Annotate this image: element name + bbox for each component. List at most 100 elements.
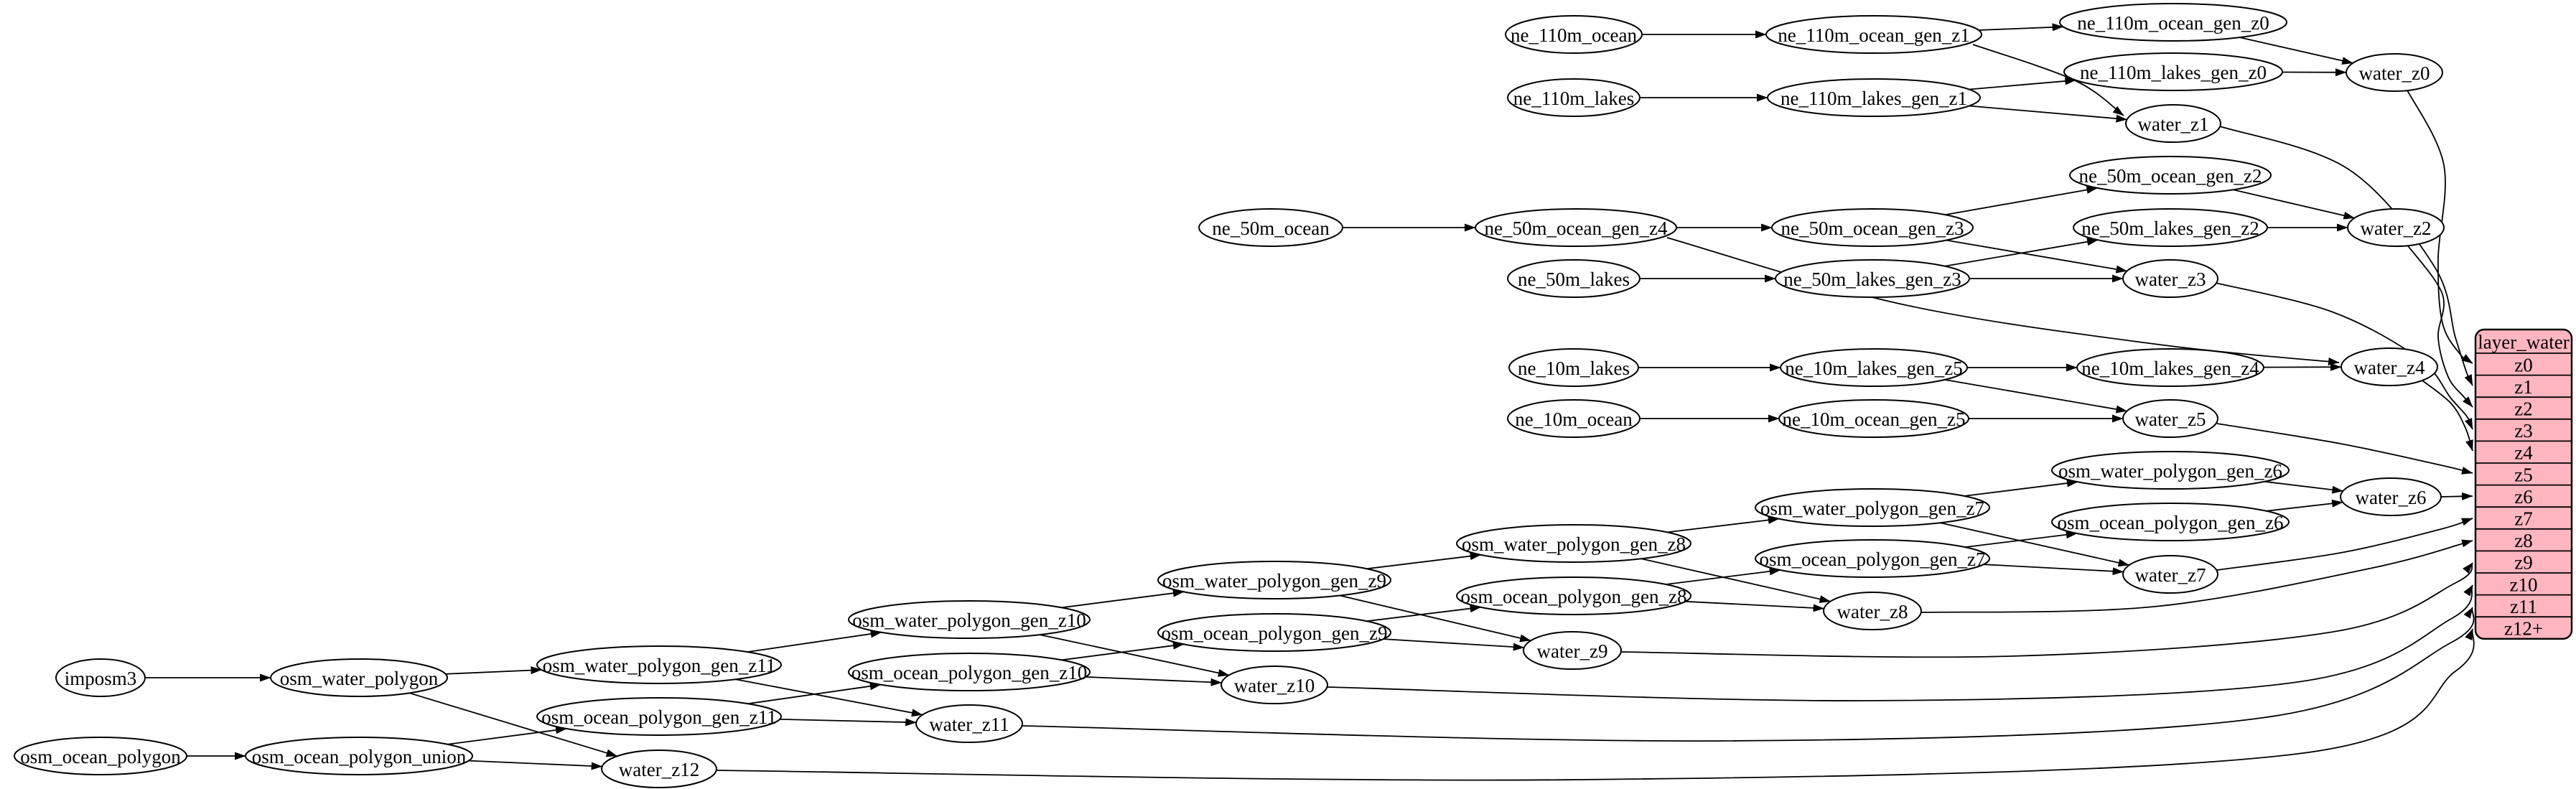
node-water_z4: water_z4 <box>2341 347 2438 386</box>
node-water_z12: water_z12 <box>601 750 717 788</box>
node-ellipse <box>2122 555 2218 594</box>
edge-ne_110m_ocean_gen_z0-to-water_z0 <box>2239 37 2353 65</box>
node-ellipse <box>1157 561 1391 599</box>
edge-ne_110m_ocean_gen_z1-to-ne_110m_ocean_gen_z0 <box>1978 23 2064 32</box>
node-osm_water_polygon_gen_z8: osm_water_polygon_gen_z8 <box>1456 524 1691 563</box>
node-water_z1: water_z1 <box>2125 104 2221 143</box>
node-label: ne_10m_ocean <box>1515 408 1633 430</box>
edge-ne_50m_ocean_gen_z3-to-ne_50m_ocean_gen_z2 <box>1945 186 2098 215</box>
edge-water_z8-to-layer_water-z8 <box>1921 539 2473 613</box>
edge-water_z2-to-layer_water-z2 <box>2406 243 2473 408</box>
edge-osm_ocean_polygon_gen_z10-to-water_z10 <box>1085 676 1222 686</box>
table-row-z6: z6 <box>2514 486 2532 508</box>
node-ellipse <box>1456 524 1691 563</box>
node-label: ne_10m_ocean_gen_z5 <box>1783 408 1966 430</box>
node-water_z7: water_z7 <box>2122 555 2218 594</box>
node-label: osm_water_polygon <box>280 668 439 689</box>
node-ellipse <box>1755 488 1990 527</box>
node-water_z10: water_z10 <box>1221 666 1328 704</box>
node-label: ne_10m_lakes_gen_z5 <box>1785 358 1962 379</box>
edge-ne_10m_lakes_gen_z5-to-water_z5 <box>1944 379 2127 414</box>
table-header: layer_water <box>2478 332 2569 353</box>
node-label: ne_50m_ocean_gen_z4 <box>1485 218 1668 239</box>
node-label: water_z2 <box>2361 218 2432 239</box>
edge-osm_water_polygon_gen_z10-to-water_z10 <box>1040 634 1230 677</box>
edge-osm_water_polygon_gen_z7-to-osm_water_polygon_gen_z6 <box>1964 479 2078 497</box>
node-label: water_z1 <box>2138 113 2209 135</box>
edge-osm_ocean_polygon_gen_z7-to-osm_ocean_polygon_gen_z6 <box>1964 531 2078 548</box>
node-ellipse <box>1507 259 1641 298</box>
edge-osm_ocean_polygon_gen_z9-to-osm_ocean_polygon_gen_z8 <box>1366 604 1482 622</box>
edge-osm_ocean_polygon_gen_z8-to-water_z8 <box>1685 600 1825 612</box>
node-label: water_z12 <box>619 759 699 780</box>
node-ne_50m_lakes_gen_z2: ne_50m_lakes_gen_z2 <box>2073 208 2268 247</box>
node-osm_water_polygon_gen_z9: osm_water_polygon_gen_z9 <box>1157 561 1391 599</box>
node-ellipse <box>1775 259 1970 298</box>
edge-water_z6-to-layer_water-z6 <box>2440 492 2473 500</box>
node-osm_water_polygon_gen_z7: osm_water_polygon_gen_z7 <box>1755 488 1990 527</box>
table-row-z10: z10 <box>2510 574 2538 595</box>
node-ellipse <box>536 645 782 684</box>
node-ellipse <box>2073 208 2268 247</box>
node-label: osm_ocean_polygon_gen_z6 <box>2058 512 2284 533</box>
node-label: water_z6 <box>2356 487 2427 508</box>
node-label: water_z5 <box>2135 408 2206 430</box>
node-ellipse <box>2122 259 2218 298</box>
edge-ne_50m_ocean_gen_z3-to-water_z3 <box>1946 239 2127 274</box>
node-label: ne_50m_lakes_gen_z3 <box>1783 269 1961 290</box>
table-row-z12plus: z12+ <box>2504 618 2543 640</box>
node-ne_110m_ocean_gen_z0: ne_110m_ocean_gen_z0 <box>2059 3 2287 42</box>
node-ellipse <box>1198 208 1343 247</box>
node-label: ne_110m_lakes_gen_z1 <box>1781 88 1967 109</box>
edge-osm_water_polygon-to-osm_water_polygon_gen_z11 <box>445 666 542 675</box>
node-water_z2: water_z2 <box>2347 208 2445 247</box>
edge-ne_50m_lakes_gen_z3-to-ne_50m_lakes_gen_z2 <box>1944 238 2099 267</box>
edge-water_z7-to-layer_water-z7 <box>2216 518 2473 571</box>
node-label: osm_water_polygon_gen_z7 <box>1760 498 1984 519</box>
node-label: osm_ocean_polygon_gen_z11 <box>541 706 776 728</box>
node-ellipse <box>1767 78 1981 117</box>
node-ne_110m_lakes: ne_110m_lakes <box>1507 78 1641 117</box>
node-ne_50m_lakes: ne_50m_lakes <box>1507 259 1641 298</box>
edge-osm_water_polygon_gen_z10-to-osm_water_polygon_gen_z9 <box>1061 589 1185 609</box>
node-ne_50m_ocean_gen_z4: ne_50m_ocean_gen_z4 <box>1475 208 1677 247</box>
node-ellipse <box>1778 399 1969 438</box>
node-ne_50m_ocean: ne_50m_ocean <box>1198 208 1343 247</box>
node-water_z0: water_z0 <box>2346 53 2443 92</box>
table-row-z3: z3 <box>2514 420 2532 442</box>
node-label: water_z11 <box>929 714 1009 735</box>
node-ne_110m_lakes_gen_z1: ne_110m_lakes_gen_z1 <box>1767 78 1981 117</box>
node-label: water_z9 <box>1537 640 1608 662</box>
node-label: osm_ocean_polygon_gen_z9 <box>1162 622 1388 644</box>
node-ellipse <box>1780 348 1968 387</box>
node-label: ne_110m_ocean_gen_z0 <box>2077 12 2269 34</box>
table-frame <box>2474 328 2573 640</box>
node-label: ne_110m_lakes_gen_z0 <box>2080 62 2267 83</box>
node-osm_water_polygon_gen_z10: osm_water_polygon_gen_z10 <box>848 600 1091 639</box>
edge-water_z10-to-layer_water-z10 <box>1327 584 2473 701</box>
node-ellipse <box>848 653 1091 691</box>
node-label: ne_50m_ocean <box>1212 218 1330 239</box>
node-ne_50m_ocean_gen_z3: ne_50m_ocean_gen_z3 <box>1771 208 1974 247</box>
node-label: ne_50m_lakes <box>1518 269 1630 290</box>
edge-ne_110m_lakes_gen_z1-to-water_z1 <box>1969 105 2127 123</box>
edge-osm_ocean_polygon_union-to-water_z12 <box>468 760 603 770</box>
node-ne_50m_lakes_gen_z3: ne_50m_lakes_gen_z3 <box>1775 259 1970 298</box>
table-row-z2: z2 <box>2514 398 2532 420</box>
node-ne_50m_ocean_gen_z2: ne_50m_ocean_gen_z2 <box>2069 156 2272 195</box>
edge-water_z1-to-layer_water-z1 <box>2219 126 2473 386</box>
node-ne_110m_lakes_gen_z0: ne_110m_lakes_gen_z0 <box>2063 52 2283 91</box>
node-ellipse <box>1765 15 1982 54</box>
edge-water_z3-to-layer_water-z3 <box>2215 282 2473 430</box>
node-ellipse <box>601 750 717 788</box>
node-label: osm_ocean_polygon_gen_z10 <box>851 662 1087 683</box>
node-osm_water_polygon_gen_z6: osm_water_polygon_gen_z6 <box>2051 451 2290 490</box>
edge-ne_110m_lakes_gen_z1-to-ne_110m_lakes_gen_z0 <box>1969 77 2076 90</box>
node-ellipse <box>2341 347 2438 386</box>
node-osm_ocean_polygon_gen_z9: osm_ocean_polygon_gen_z9 <box>1157 613 1391 652</box>
node-imposm3: imposm3 <box>55 658 146 697</box>
node-label: water_z10 <box>1234 675 1315 696</box>
node-ellipse <box>2063 52 2283 91</box>
edge-osm_water_polygon_gen_z9-to-osm_water_polygon_gen_z8 <box>1366 552 1482 570</box>
